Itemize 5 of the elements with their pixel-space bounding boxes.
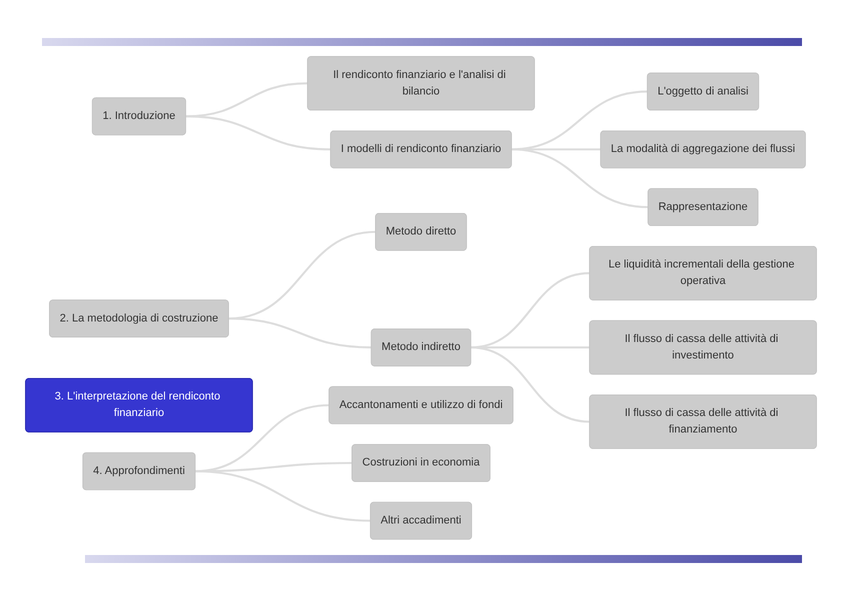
connector (228, 317, 372, 348)
connector (511, 90, 648, 150)
connector (195, 470, 370, 522)
connector (186, 114, 331, 150)
connector (186, 82, 308, 117)
